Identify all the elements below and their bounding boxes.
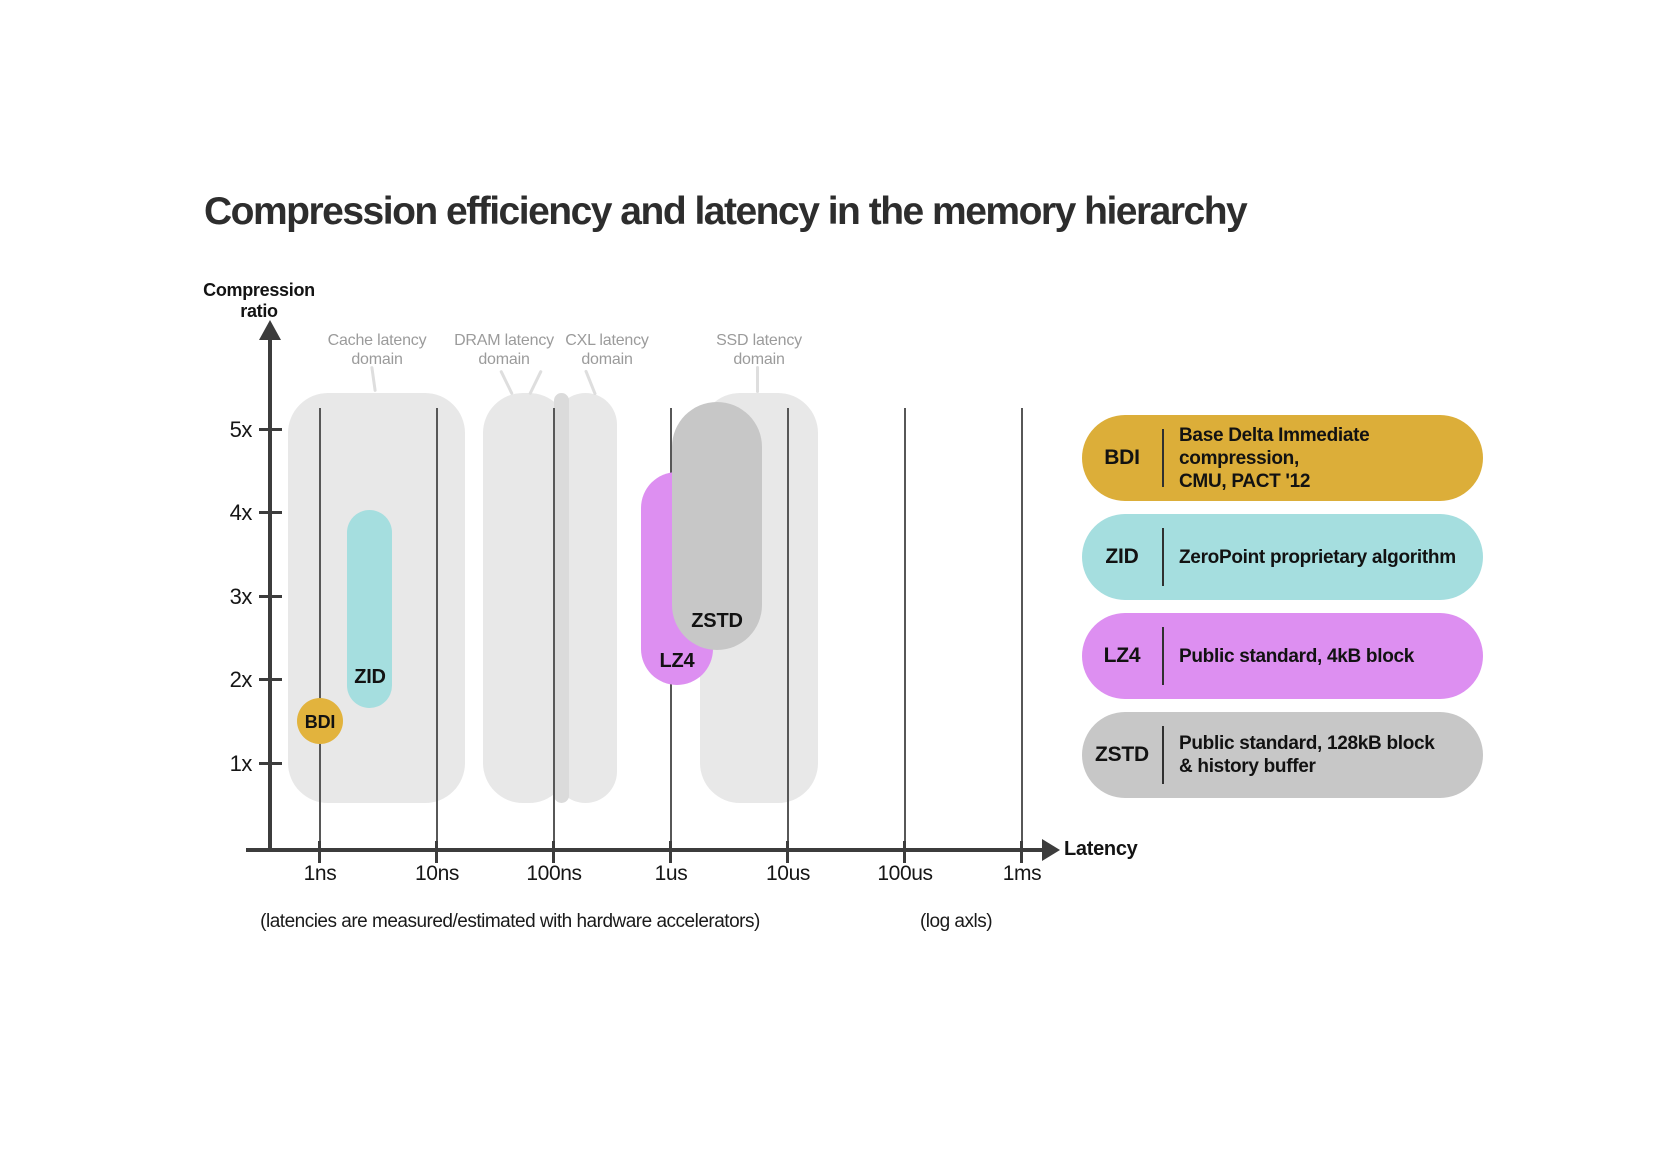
y-tick-label: 4x (229, 500, 253, 525)
gridline-1ns (319, 408, 321, 850)
domain-label-dram: DRAM latency domain (454, 332, 554, 368)
x-tick-label: 10ns (415, 862, 459, 885)
legend-desc-zid: ZeroPoint proprietary algorithm (1179, 546, 1456, 568)
log-axis-footnote: (log axls) (919, 911, 993, 932)
y-tick-3x (259, 595, 282, 598)
y-tick-1x (259, 762, 282, 765)
legend-abbr-lz4: LZ4 (1103, 644, 1141, 667)
dram-cxl-band-overlap (554, 393, 569, 803)
domain-label-cxl: CXL latency domain (565, 332, 649, 368)
cxl-label-connector (584, 369, 597, 396)
zid-blob-label: ZID (354, 666, 386, 688)
y-tick-label: 1x (229, 751, 253, 776)
legend-divider (1162, 726, 1164, 784)
x-tick-label: 1ns (303, 862, 337, 885)
x-tick-label: 100ns (526, 862, 582, 885)
x-tick-label: 10us (766, 862, 810, 885)
legend-item-lz4: LZ4 Public standard, 4kB block (1082, 613, 1483, 699)
zstd-blob (672, 402, 762, 650)
page-title: Compression efficiency and latency in th… (204, 190, 1248, 233)
y-axis-arrowhead-icon (259, 320, 281, 340)
legend-divider (1162, 429, 1164, 487)
legend-divider (1162, 627, 1164, 685)
legend-item-zid: ZID ZeroPoint proprietary algorithm (1082, 514, 1483, 600)
y-tick-5x (259, 428, 282, 431)
legend-divider (1162, 528, 1164, 586)
y-tick-4x (259, 511, 282, 514)
y-tick-label: 2x (229, 667, 253, 692)
legend-desc-zstd: Public standard, 128kB block & history b… (1179, 733, 1435, 777)
lz4-blob-label: LZ4 (659, 650, 695, 672)
x-tick-1ns (318, 841, 321, 863)
ssd-label-connector (756, 366, 759, 393)
zid-blob (347, 510, 392, 708)
bdi-blob (297, 698, 343, 744)
y-tick-label: 3x (229, 584, 253, 609)
legend-item-bdi: BDI Base Delta Immediate compression, CM… (1082, 415, 1483, 501)
x-tick-1us (669, 841, 672, 863)
domain-label-cache: Cache latency domain (327, 332, 427, 368)
x-tick-label: 100us (877, 862, 933, 885)
legend-item-zstd: ZSTD Public standard, 128kB block & hist… (1082, 712, 1483, 798)
y-tick-label: 5x (229, 417, 253, 442)
y-axis-title: Compression ratio (203, 280, 315, 321)
x-tick-label: 1us (654, 862, 688, 885)
dram-label-connector-right (528, 369, 543, 396)
gridline-10ns (436, 408, 438, 850)
dram-label-connector-left (499, 369, 514, 396)
y-tick-2x (259, 678, 282, 681)
legend-abbr-bdi: BDI (1104, 446, 1140, 469)
latency-measurement-footnote: (latencies are measured/estimated with h… (260, 911, 760, 932)
gridline-1ms (1021, 408, 1023, 850)
x-axis-line (246, 848, 1044, 852)
gridline-100ns (553, 408, 555, 850)
gridline-10us (787, 408, 789, 850)
domain-label-ssd: SSD latency domain (716, 332, 802, 368)
gridline-100us (904, 408, 906, 850)
x-tick-10ns (435, 841, 438, 863)
legend-desc-lz4: Public standard, 4kB block (1179, 645, 1415, 667)
bdi-blob-label: BDI (304, 712, 336, 732)
zstd-blob-label: ZSTD (691, 610, 743, 632)
legend-abbr-zid: ZID (1105, 545, 1139, 568)
x-axis-arrowhead-icon (1042, 839, 1060, 861)
legend-desc-bdi: Base Delta Immediate compression, CMU, P… (1179, 424, 1370, 492)
x-tick-label: 1ms (1002, 862, 1042, 885)
x-tick-100ns (552, 841, 555, 863)
x-tick-1ms (1020, 841, 1023, 863)
x-tick-100us (903, 841, 906, 863)
x-tick-10us (786, 841, 789, 863)
cache-label-connector (370, 365, 377, 393)
legend-abbr-zstd: ZSTD (1094, 743, 1150, 766)
x-axis-title: Latency (1064, 838, 1138, 860)
